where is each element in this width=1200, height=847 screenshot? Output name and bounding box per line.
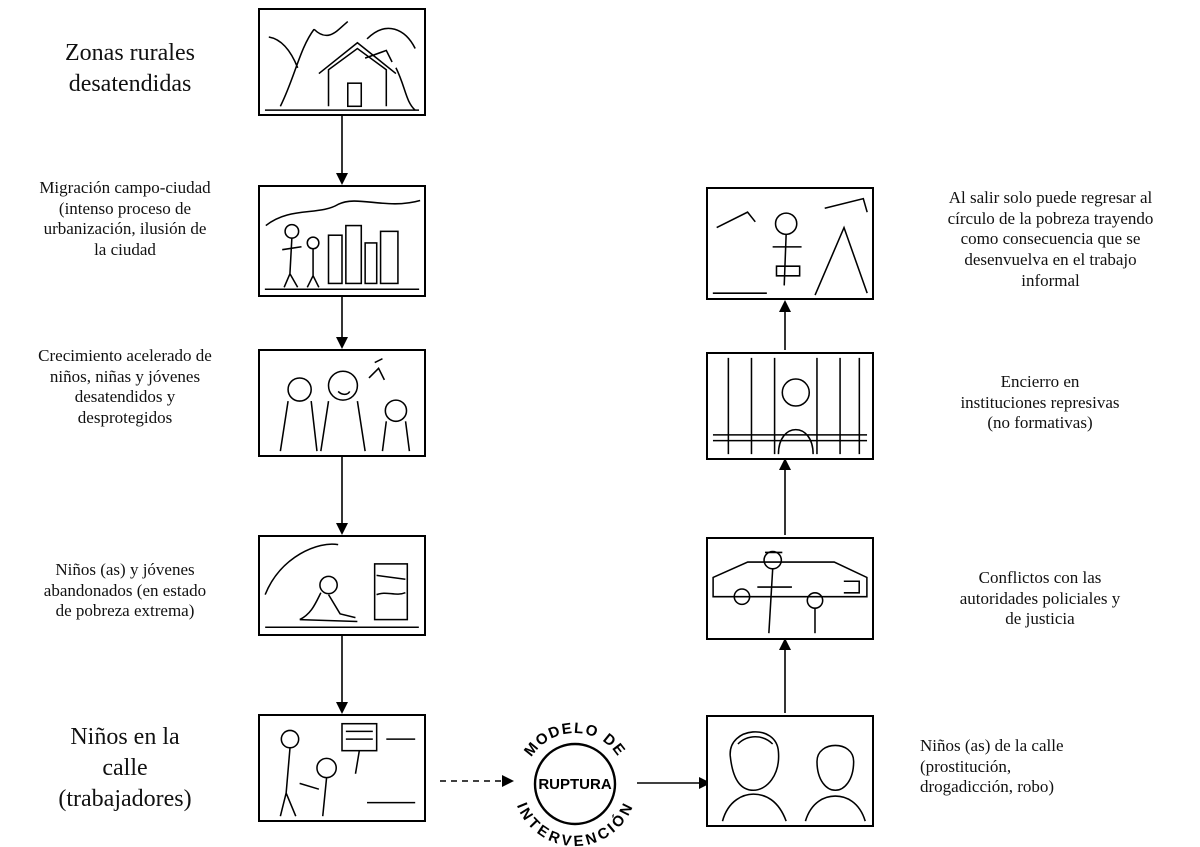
migrants-city-illustration xyxy=(264,199,421,290)
rupture-intervention-model: MODELO DE INTERVENCIÓN RUPTURA xyxy=(513,720,636,847)
rural-house-illustration xyxy=(264,20,420,111)
caption-rural-zones: Zonas rurales desatendidas xyxy=(65,40,195,98)
panel-police-conflict xyxy=(706,537,874,640)
caption-street-youth: Niños (as) de la calle (prostitución, dr… xyxy=(920,736,1064,797)
police-conflict-illustration xyxy=(712,550,868,634)
caption-informal-work: Al salir solo puede regresar al círculo … xyxy=(947,188,1154,290)
abandoned-child-illustration xyxy=(264,543,419,629)
model-center-label: RUPTURA xyxy=(538,776,611,793)
prison-bars-illustration xyxy=(712,357,868,455)
caption-children-growth: Crecimiento acelerado de niños, niñas y … xyxy=(38,346,212,428)
children-group-illustration xyxy=(279,358,411,452)
caption-working-children: Niños en la calle (trabajadores) xyxy=(58,724,192,813)
panel-rural-zones xyxy=(258,8,426,116)
panel-informal-work xyxy=(706,187,874,300)
caption-police-conflict: Conflictos con las autoridades policiale… xyxy=(959,568,1121,629)
panel-children-growth xyxy=(258,349,426,457)
street-vendor-illustration xyxy=(712,197,868,296)
working-children-illustration xyxy=(279,722,416,817)
panel-working-children xyxy=(258,714,426,822)
panel-abandoned xyxy=(258,535,426,636)
panel-prison xyxy=(706,352,874,460)
street-youth-illustration xyxy=(721,731,866,822)
caption-prison: Encierro en instituciones represivas (no… xyxy=(960,372,1120,433)
panel-migration xyxy=(258,185,426,297)
panel-street-youth xyxy=(706,715,874,827)
caption-abandoned: Niños (as) y jóvenes abandonados (en est… xyxy=(43,560,207,621)
caption-migration: Migración campo-ciudad (intenso proceso … xyxy=(39,178,211,260)
model-circle xyxy=(533,742,617,826)
